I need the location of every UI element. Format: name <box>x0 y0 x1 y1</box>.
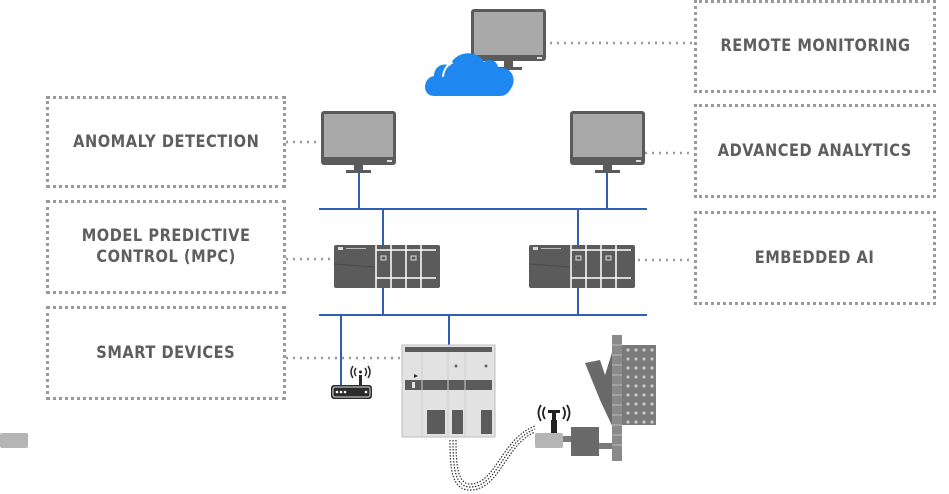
machine-vent-dot <box>642 357 646 361</box>
label-anomaly-detection: ANOMALY DETECTION <box>72 131 260 152</box>
monitor-icon <box>471 9 546 70</box>
machine-vent-dot <box>642 411 646 415</box>
io-rack-icon <box>401 344 496 438</box>
network-lines <box>319 172 647 385</box>
label-box-advanced-analytics: ADVANCED ANALYTICS <box>694 104 936 198</box>
machine-vent-dot <box>642 402 646 406</box>
machine-vent-dot <box>626 348 630 352</box>
machine-vent-dot <box>626 375 630 379</box>
monitor-icon <box>570 111 645 173</box>
label-model-predictive-control: MODEL PREDICTIVE CONTROL (MPC) <box>81 226 251 267</box>
plc-controller-icon <box>528 245 635 288</box>
industrial-machine-icon <box>571 335 656 461</box>
machine-vent-dot <box>642 348 646 352</box>
machine-vent-dot <box>626 384 630 388</box>
machine-vent-dot <box>634 411 638 415</box>
monitor-icon <box>321 111 396 173</box>
machine-vent-dot <box>642 375 646 379</box>
machine-vent-dot <box>634 420 638 424</box>
label-box-embedded-ai: EMBEDDED AI <box>694 211 936 305</box>
machine-vent-dot <box>634 366 638 370</box>
machine-vent-dot <box>650 384 654 388</box>
machine-vent-dot <box>634 348 638 352</box>
machine-vent-dot <box>642 393 646 397</box>
wireless-sensor-icon <box>0 404 571 448</box>
machine-vent-dot <box>650 348 654 352</box>
dotted-connectors <box>286 41 694 360</box>
cloud-icon <box>425 53 514 96</box>
machine-vent-dot <box>650 393 654 397</box>
label-remote-monitoring: REMOTE MONITORING <box>719 36 911 56</box>
machine-vent-dot <box>626 420 630 424</box>
label-box-anomaly-detection: ANOMALY DETECTION <box>46 96 286 188</box>
machine-vent-dot <box>642 420 646 424</box>
label-advanced-analytics: ADVANCED ANALYTICS <box>717 140 912 161</box>
machine-vent-dot <box>650 420 654 424</box>
machine-vent-dot <box>642 384 646 388</box>
machine-vent-dot <box>650 357 654 361</box>
machine-vent-dot <box>650 402 654 406</box>
machine-vent-dot <box>650 366 654 370</box>
machine-vent-dot <box>634 375 638 379</box>
machine-vent-dot <box>634 393 638 397</box>
machine-vent-dot <box>650 375 654 379</box>
machine-vent-dot <box>650 411 654 415</box>
machine-vent-dot <box>642 366 646 370</box>
machine-vent-dot <box>634 402 638 406</box>
label-box-remote-monitoring: REMOTE MONITORING <box>694 0 936 93</box>
label-box-smart-devices: SMART DEVICES <box>46 306 286 400</box>
machine-vent-dot <box>626 357 630 361</box>
machine-vent-dot <box>626 366 630 370</box>
label-box-model-predictive-control: MODEL PREDICTIVE CONTROL (MPC) <box>46 200 286 294</box>
router-icon <box>331 365 372 399</box>
label-smart-devices: SMART DEVICES <box>96 342 236 363</box>
machine-vent-dot <box>626 393 630 397</box>
plc-controller-icon <box>333 245 440 288</box>
machine-vent-dot <box>626 411 630 415</box>
machine-vent-dot <box>634 357 638 361</box>
machine-vent-dot <box>634 384 638 388</box>
machine-vent-dot <box>626 402 630 406</box>
sensor-cable <box>449 425 536 491</box>
label-embedded-ai: EMBEDDED AI <box>755 247 875 268</box>
